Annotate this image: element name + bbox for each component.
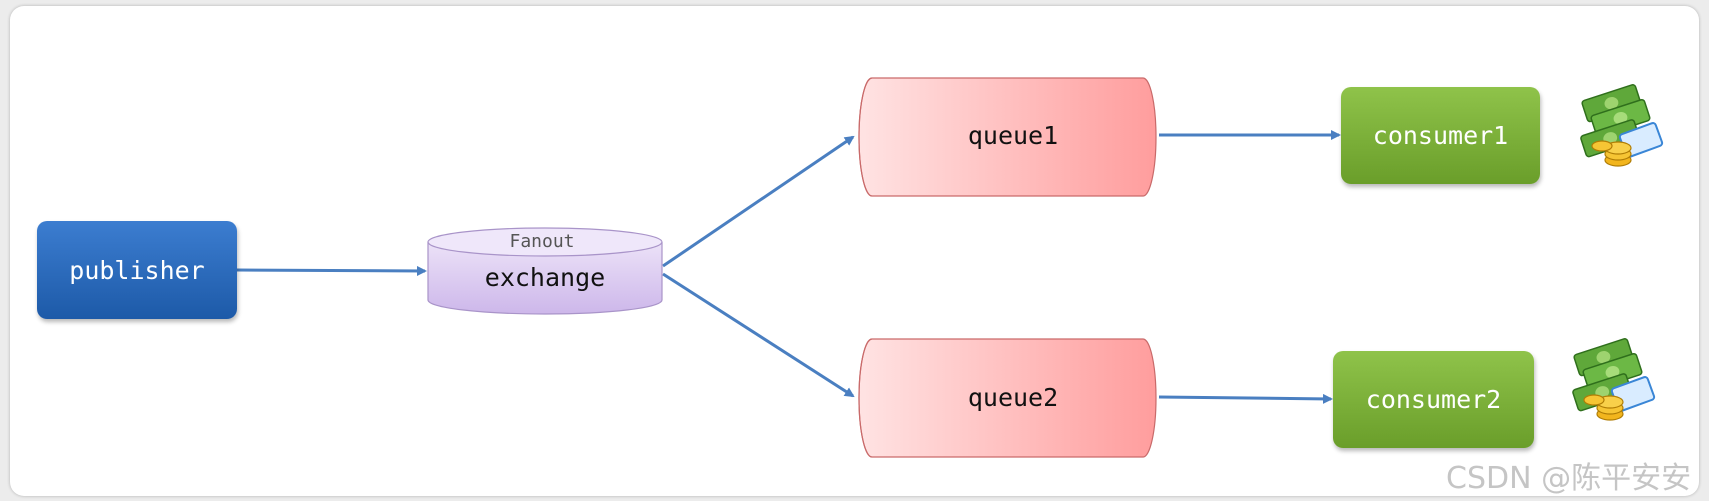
queue1-cylinder: queue1 xyxy=(858,77,1157,197)
consumer2-label: consumer2 xyxy=(1365,385,1502,414)
money-stack-icon xyxy=(1572,338,1656,421)
queue2-label: queue2 xyxy=(968,383,1058,412)
arrow-publisher-exchange xyxy=(236,265,427,276)
money-stack-icon xyxy=(1580,84,1664,167)
consumer2-node: consumer2 xyxy=(1333,351,1534,448)
arrow-exchange-queue2 xyxy=(662,272,855,398)
exchange-type-label: Fanout xyxy=(509,231,574,252)
publisher-label: publisher xyxy=(69,255,205,285)
arrow-exchange-queue1 xyxy=(662,135,855,268)
arrow-queue2-consumer2 xyxy=(1158,393,1333,404)
publisher-node: publisher xyxy=(37,221,237,319)
exchange-cylinder: Fanout exchange xyxy=(427,227,663,315)
consumer1-label: consumer1 xyxy=(1372,121,1509,150)
queue2-cylinder: queue2 xyxy=(858,338,1157,458)
watermark: CSDN @陈平安安 xyxy=(1446,461,1692,496)
exchange-label: exchange xyxy=(485,263,605,292)
consumer1-node: consumer1 xyxy=(1341,87,1540,184)
queue1-label: queue1 xyxy=(968,121,1058,150)
